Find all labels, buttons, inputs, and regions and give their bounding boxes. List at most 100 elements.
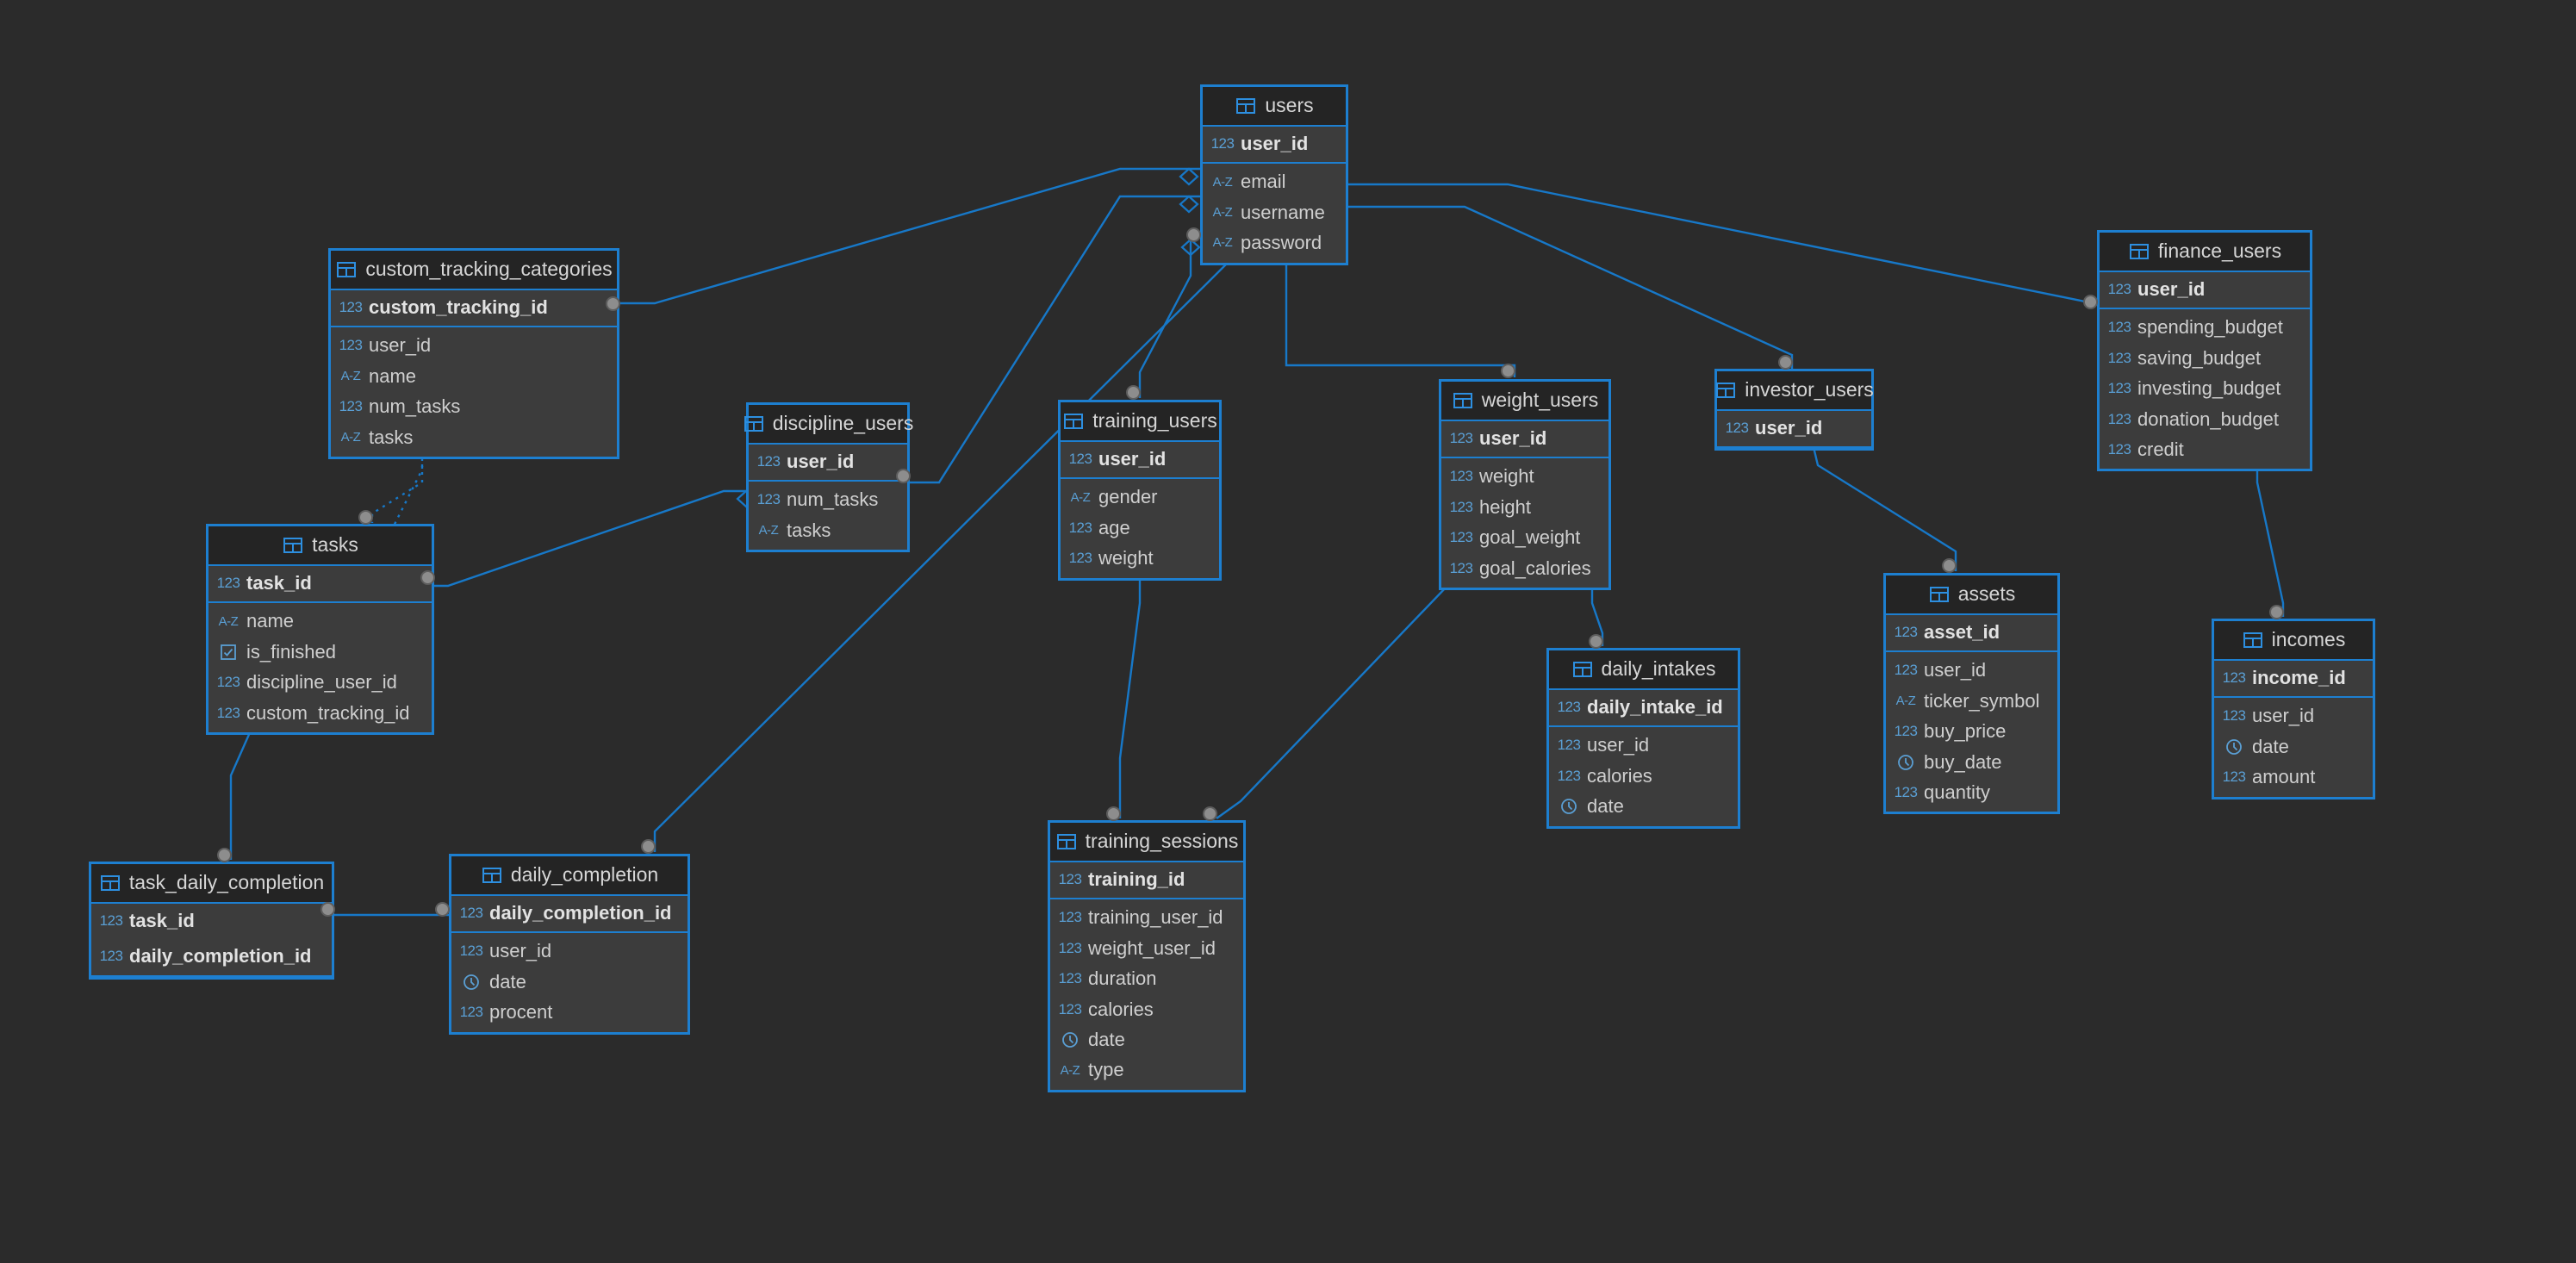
connector-handle[interactable]: [2269, 605, 2284, 619]
table-header[interactable]: training_sessions: [1050, 823, 1243, 862]
connector-handle[interactable]: [1589, 634, 1603, 649]
connector-handle[interactable]: [1203, 806, 1217, 821]
connector-handle[interactable]: [641, 839, 656, 854]
connector-handle[interactable]: [435, 902, 450, 917]
connector-handle[interactable]: [358, 510, 373, 525]
connector-handle[interactable]: [1106, 806, 1121, 821]
connector-handle[interactable]: [420, 570, 435, 585]
connector-handle[interactable]: [1778, 355, 1793, 370]
connector-handle[interactable]: [1186, 227, 1201, 242]
connector-handle[interactable]: [896, 469, 911, 483]
table-header[interactable]: custom_tracking_categories: [331, 251, 617, 290]
field-row[interactable]: date: [451, 967, 688, 998]
table-header[interactable]: tasks: [208, 526, 432, 566]
table-header[interactable]: users: [1203, 87, 1346, 127]
table-header[interactable]: incomes: [2214, 621, 2373, 661]
table-header[interactable]: discipline_users: [744, 405, 913, 445]
table-header[interactable]: investor_users: [1716, 371, 1874, 411]
connector-handle[interactable]: [606, 296, 620, 311]
table-header[interactable]: daily_completion: [451, 856, 688, 896]
table-header[interactable]: training_users: [1061, 402, 1219, 442]
field-row[interactable]: date: [1050, 1025, 1243, 1055]
connector-handle[interactable]: [320, 902, 335, 917]
field-row[interactable]: is_finished: [208, 638, 432, 668]
connector-handle[interactable]: [2083, 295, 2098, 309]
field-row[interactable]: date: [1549, 792, 1738, 825]
table-header[interactable]: weight_users: [1441, 382, 1608, 421]
table-header[interactable]: finance_users: [2100, 233, 2310, 272]
table-header[interactable]: task_daily_completion: [91, 864, 332, 904]
field-row[interactable]: date: [2214, 732, 2373, 762]
table-header[interactable]: assets: [1886, 576, 2057, 615]
connector-handle[interactable]: [1126, 385, 1141, 400]
connector-handle[interactable]: [1501, 364, 1515, 378]
connector-handle[interactable]: [217, 848, 232, 862]
connector-handle[interactable]: [1942, 558, 1957, 573]
field-row[interactable]: buy_date: [1886, 748, 2057, 778]
